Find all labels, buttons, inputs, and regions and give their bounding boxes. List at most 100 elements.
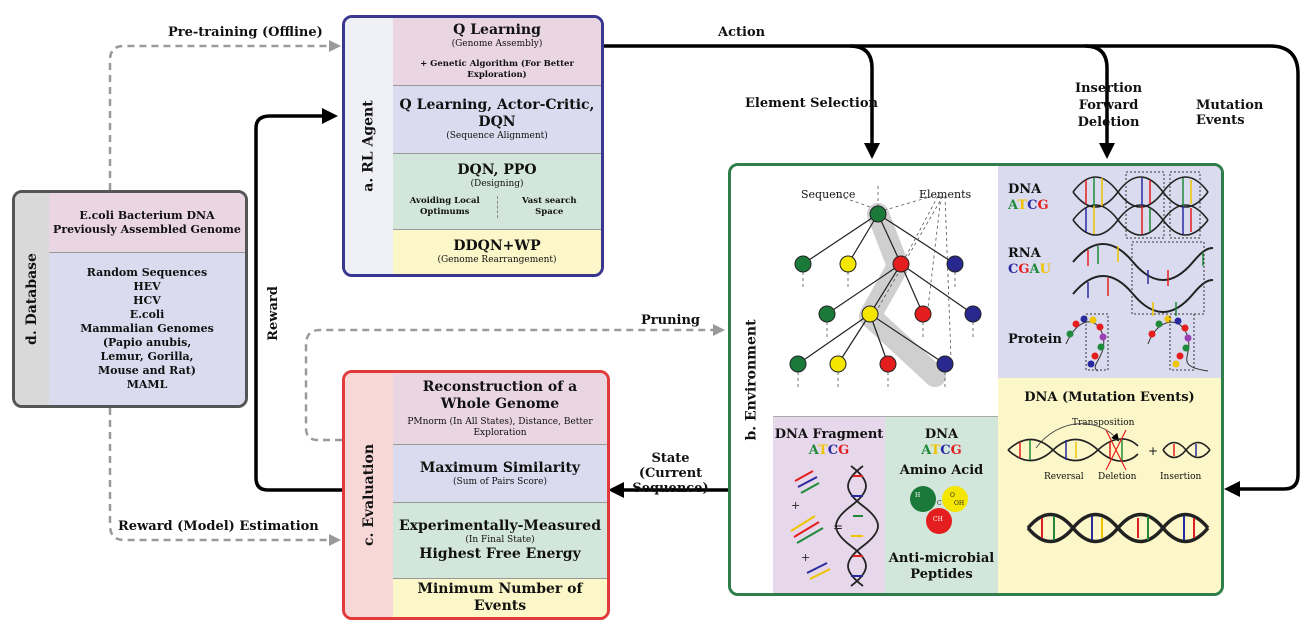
environment-bar: b. Environment	[731, 166, 774, 593]
dna-fragment-letters: ATCG	[773, 443, 885, 458]
agent-note-right: Vast search Space	[498, 196, 602, 218]
database-top-a: E.coli Bacterium DNA	[79, 208, 215, 222]
agent-rearrangement-title: DDQN+WP	[453, 238, 541, 254]
eval-genome-title-a: Reconstruction of a	[422, 378, 578, 395]
letter-c: C	[1008, 262, 1019, 277]
database-box: d. Database E.coli Bacterium DNA Previou…	[12, 190, 248, 408]
evaluation-bar: c. Evaluation	[345, 373, 394, 617]
pruning-label: Pruning	[641, 313, 701, 328]
amp-title-b: Peptides	[910, 567, 973, 582]
dna-fragments-illustration: + + =	[790, 465, 879, 587]
letter-c: C	[1027, 198, 1038, 213]
letter-a: A	[808, 443, 819, 458]
insertion-label: Insertion	[1160, 472, 1202, 482]
action-label: Action	[718, 25, 766, 40]
amp-panel: DNA ATCG Amino Acid H O OH CH C Anti-mic…	[885, 416, 999, 593]
mutation-plus: +	[1148, 444, 1159, 458]
insertion-arrow	[1084, 44, 1115, 159]
tree-sequence-label: Sequence	[801, 188, 856, 201]
eval-genome-section: Reconstruction of a Whole Genome PMnorm …	[393, 373, 607, 445]
deletion-text: Deletion	[1077, 115, 1140, 130]
agent-designing-sub: (Designing)	[470, 179, 524, 189]
letter-a: A	[1029, 262, 1040, 277]
element-selection-arrow	[849, 44, 880, 159]
rna-right-letters: CGAU	[1008, 262, 1051, 277]
agent-note-right-a: Vast search	[521, 196, 577, 206]
mutation-events-label: Mutation Events	[1196, 98, 1264, 128]
amp-dna-letters: ATCG	[885, 443, 998, 458]
database-top-b: Previously Assembled Genome	[53, 222, 241, 236]
aa-ch-text: CH	[933, 516, 943, 523]
evaluation-title: c. Evaluation	[361, 443, 377, 547]
dna-right-title: DNA	[1008, 182, 1042, 197]
database-item: MAML	[126, 378, 168, 391]
letter-g: G	[950, 443, 962, 458]
agent-note-left-b: Optimums	[420, 207, 470, 217]
fragment-equals: =	[833, 520, 843, 534]
dna-fragment-panel: DNA Fragment ATCG + + =	[773, 416, 886, 593]
dna-fragment-title: DNA Fragment	[774, 427, 884, 442]
evaluation-box: c. Evaluation Reconstruction of a Whole …	[342, 370, 610, 620]
agent-alignment-title-a: Q Learning, Actor-Critic,	[399, 97, 595, 113]
amp-title-a: Anti-microbial	[888, 551, 995, 566]
eval-similarity-title: Maximum Similarity	[419, 459, 581, 476]
state-text: State	[651, 451, 690, 466]
insertion-forward-deletion-label: Insertion Forward Deletion	[1075, 80, 1142, 131]
letter-a: A	[921, 443, 931, 458]
search-tree	[789, 186, 982, 388]
letter-a: A	[1008, 198, 1018, 213]
protein-title: Protein	[1008, 332, 1062, 347]
database-item: Mouse and Rat)	[98, 364, 196, 377]
letter-u: U	[1039, 262, 1051, 277]
reward-text: Reward	[265, 286, 281, 341]
eval-genome-title-b: Whole Genome	[440, 395, 560, 412]
eval-similarity-sub: (Sum of Pairs Score)	[453, 476, 547, 487]
agent-q-learning-section: Q Learning (Genome Assembly) + Genetic A…	[393, 18, 601, 86]
agent-designing-section: DQN, PPO (Designing) Avoiding Local Opti…	[393, 154, 601, 230]
agent-note-right-b: Space	[535, 207, 564, 217]
agent-note-left: Avoiding Local Optimums	[393, 196, 498, 218]
molecules-panel: DNA ATCG RNA CGAU Protein	[998, 166, 1221, 379]
letter-c: C	[940, 443, 951, 458]
state-sub-text: (Current Sequence)	[632, 466, 709, 496]
eval-energy-title2: Highest Free Energy	[419, 546, 581, 562]
mutation-title: DNA (Mutation Events)	[1024, 390, 1195, 405]
dna-right-letters: ATCG	[1008, 198, 1049, 213]
aa-c-text: C	[937, 500, 942, 507]
agent-q-learning-title: Q Learning	[453, 22, 541, 38]
environment-box: b. Environment Sequence Elements	[728, 163, 1224, 596]
database-item: Mammalian Genomes	[80, 322, 214, 335]
letter-g: G	[838, 443, 850, 458]
mutation-panel: DNA (Mutation Events) Transposition Reve…	[998, 378, 1221, 593]
agent-rearrangement-sub: (Genome Rearrangement)	[437, 255, 557, 265]
reward-estimation-label: Reward (Model) Estimation	[118, 519, 319, 534]
fragment-plus-1: +	[791, 499, 800, 512]
letter-g: G	[1037, 198, 1049, 213]
forward-text: Forward	[1078, 98, 1139, 113]
deletion-label: Deletion	[1098, 472, 1137, 482]
pruning-arrow	[304, 324, 725, 442]
amino-acid-title: Amino Acid	[899, 463, 984, 478]
database-item: Random Sequences	[86, 266, 208, 279]
rna-right-title: RNA	[1008, 246, 1041, 261]
database-bar: d. Database	[15, 193, 50, 405]
rl-agent-box: a. RL Agent Q Learning (Genome Assembly)…	[342, 15, 604, 277]
reversal-label: Reversal	[1044, 472, 1084, 482]
state-label: State (Current Sequence)	[613, 451, 728, 496]
mutation-illustration	[1007, 423, 1211, 544]
eval-similarity-section: Maximum Similarity (Sum of Pairs Score)	[393, 445, 607, 503]
database-item: E.coli	[129, 308, 165, 321]
database-list-section: Random Sequences HEV HCV E.coli Mammalia…	[49, 253, 245, 405]
agent-q-learning-sub: (Genome Assembly)	[451, 39, 543, 49]
action-line	[604, 44, 1300, 497]
aa-oh-text: OH	[954, 500, 964, 507]
agent-note-left-a: Avoiding Local	[409, 196, 480, 206]
database-item: HCV	[133, 294, 161, 307]
agent-alignment-sub: (Sequence Alignment)	[446, 131, 548, 141]
agent-ga-text: + Genetic Algorithm (For Better Explorat…	[420, 59, 574, 80]
tree-panel: Sequence Elements	[773, 166, 999, 416]
eval-energy-title: Experimentally-Measured	[398, 518, 602, 534]
amp-title: Anti-microbial Peptides	[885, 551, 998, 583]
reward-label: Reward	[262, 286, 282, 341]
